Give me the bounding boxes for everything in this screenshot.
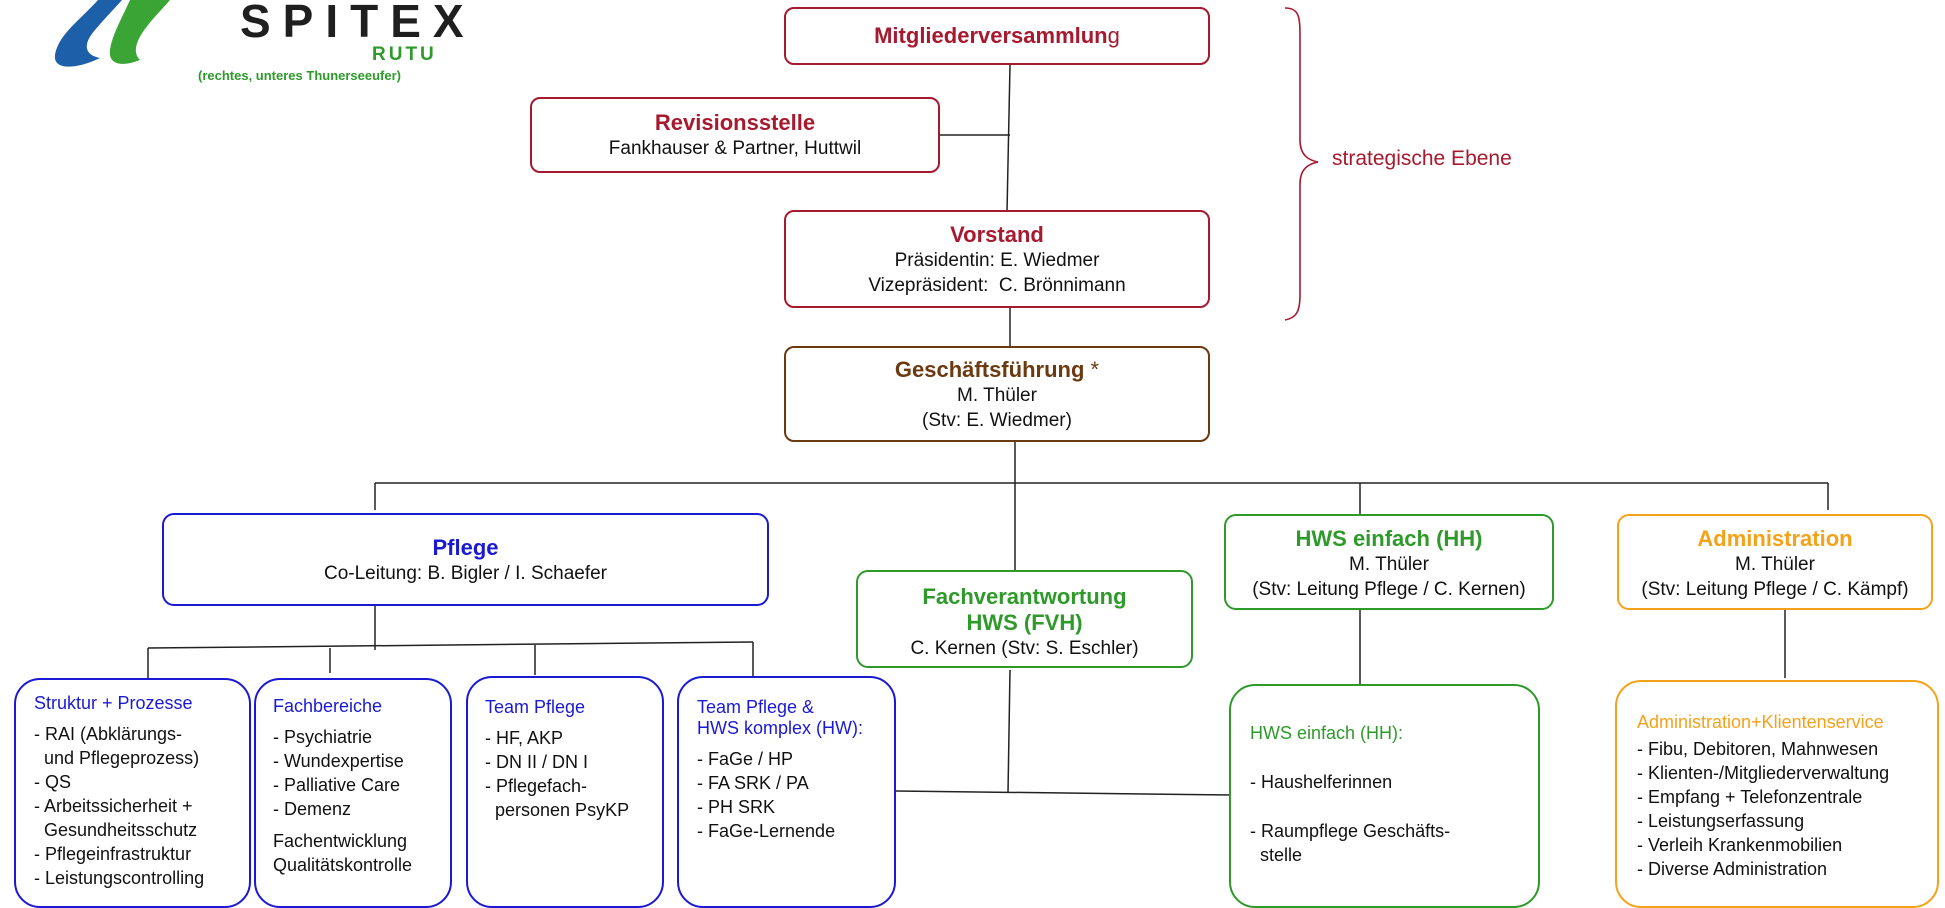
geschaeftsfuehrung-title: Geschäftsführung * xyxy=(786,357,1208,383)
list-item: - RAI (Abklärungs- xyxy=(34,724,183,744)
fachbereiche-title: Fachbereiche xyxy=(273,696,383,716)
hws-einfach-detail-item3: stelle xyxy=(1250,845,1303,865)
vorstand-line1: Präsidentin: E. Wiedmer xyxy=(894,250,1100,271)
vorstand-title: Vorstand xyxy=(950,222,1044,247)
fachbereiche-extra1: Fachentwicklung xyxy=(273,831,408,851)
list-item: - QS xyxy=(34,772,72,792)
logo-wordmark: SPITEX xyxy=(240,0,476,47)
revisionsstelle-line1: Fankhauser & Partner, Huttwil xyxy=(608,138,862,159)
fachverantwortung-title1: Fachverantwortung xyxy=(922,584,1127,609)
administration-detail-list: - Fibu, Debitoren, Mahnwesen - Klienten-… xyxy=(1637,737,1937,881)
administration-detail-title: Administration+Klientenservice xyxy=(1637,712,1884,732)
list-item: - FaGe / HP xyxy=(697,749,794,769)
fachverantwortung-title2: HWS (FVH) xyxy=(966,610,1083,635)
administration-line2: (Stv: Leitung Pflege / C. Kämpf) xyxy=(1641,579,1909,600)
team-pflege-list: - HF, AKP - DN II / DN I - Pflegefach- p… xyxy=(485,726,662,822)
administration-line1: M. Thüler xyxy=(1735,554,1815,575)
pflege-line1: Co-Leitung: B. Bigler / I. Schaefer xyxy=(323,563,608,584)
list-item: - Empfang + Telefonzentrale xyxy=(1637,787,1863,807)
pflege-box: Pflege Co-Leitung: B. Bigler / I. Schaef… xyxy=(162,513,769,606)
list-item: - Leistungserfassung xyxy=(1637,811,1805,831)
struktur-prozesse-list: - RAI (Abklärungs- und Pflegeprozess) - … xyxy=(34,722,249,890)
logo-tagline: (rechtes, unteres Thunerseeufer) xyxy=(198,68,402,83)
administration-box: Administration M. Thüler (Stv: Leitung P… xyxy=(1617,514,1933,610)
list-item: - Psychiatrie xyxy=(273,727,373,747)
mitgliederversammlung-box: Mitgliederversammlung xyxy=(784,7,1210,65)
fachbereiche-extra2: Qualitätskontrolle xyxy=(273,855,413,875)
hws-einfach-line1: M. Thüler xyxy=(1349,554,1429,575)
list-item: - PH SRK xyxy=(697,797,776,817)
team-pflege-hws-title2: HWS komplex (HW): xyxy=(697,718,863,738)
geschaeftsfuehrung-title-text: Geschäftsführung xyxy=(894,357,1085,382)
team-pflege-title: Team Pflege xyxy=(485,697,586,717)
team-pflege-box: Team Pflege - HF, AKP - DN II / DN I - P… xyxy=(466,676,664,908)
list-item: - Demenz xyxy=(273,799,352,819)
administration-detail-box: Administration+Klientenservice - Fibu, D… xyxy=(1615,680,1939,908)
hws-einfach-detail-item1: - Haushelferinnen xyxy=(1250,772,1393,792)
list-item: - Palliative Care xyxy=(273,775,401,795)
list-item: - Klienten-/Mitgliederverwaltung xyxy=(1637,763,1890,783)
spitex-logo: SPITEX RUTU (rechtes, unteres Thunerseeu… xyxy=(50,0,464,90)
mitgliederversammlung-title-main: Mitgliederversammlun xyxy=(874,23,1108,48)
struktur-prozesse-box: Struktur + Prozesse - RAI (Abklärungs- u… xyxy=(14,678,251,908)
list-item: - Pflegefach- xyxy=(485,776,588,796)
logo-region: RUTU xyxy=(372,44,437,65)
list-item: Gesundheitsschutz xyxy=(34,820,198,840)
list-item: - Pflegeinfrastruktur xyxy=(34,844,192,864)
list-item: - HF, AKP xyxy=(485,728,564,748)
list-item: und Pflegeprozess) xyxy=(34,748,200,768)
vorstand-box: Vorstand Präsidentin: E. Wiedmer Vizeprä… xyxy=(784,210,1210,308)
geschaeftsfuehrung-line1: M. Thüler xyxy=(957,385,1037,406)
mitgliederversammlung-title-end: g xyxy=(1107,23,1120,48)
mitgliederversammlung-title: Mitgliederversammlung xyxy=(874,23,1120,48)
team-pflege-hws-box: Team Pflege & HWS komplex (HW): - FaGe /… xyxy=(677,676,896,908)
list-item: personen PsyKP xyxy=(485,800,630,820)
team-pflege-hws-list: - FaGe / HP - FA SRK / PA - PH SRK - FaG… xyxy=(697,747,894,843)
list-item: - Diverse Administration xyxy=(1637,859,1828,879)
list-item: - DN II / DN I xyxy=(485,752,588,772)
geschaeftsfuehrung-line2: (Stv: E. Wiedmer) xyxy=(922,410,1072,431)
fachverantwortung-line1: C. Kernen (Stv: S. Eschler) xyxy=(910,638,1139,659)
hws-einfach-title: HWS einfach (HH) xyxy=(1295,526,1483,551)
strategic-brace xyxy=(1284,7,1319,321)
list-item: - Wundexpertise xyxy=(273,751,404,771)
geschaeftsfuehrung-box: Geschäftsführung * M. Thüler (Stv: E. Wi… xyxy=(784,346,1210,442)
hws-einfach-detail-title: HWS einfach (HH): xyxy=(1250,723,1404,743)
strategic-level-label: strategische Ebene xyxy=(1332,147,1512,170)
administration-title: Administration xyxy=(1697,526,1853,551)
hws-einfach-line2: (Stv: Leitung Pflege / C. Kernen) xyxy=(1252,579,1526,600)
logo-swoosh-icon xyxy=(54,0,170,67)
fachverantwortung-box: Fachverantwortung HWS (FVH) C. Kernen (S… xyxy=(856,570,1193,668)
list-item: - Leistungscontrolling xyxy=(34,868,205,888)
fachbereiche-box: Fachbereiche - Psychiatrie - Wundexperti… xyxy=(254,678,452,908)
revisionsstelle-box: Revisionsstelle Fankhauser & Partner, Hu… xyxy=(530,97,940,173)
pflege-title: Pflege xyxy=(432,535,499,560)
list-item: - Arbeitssicherheit + xyxy=(34,796,193,816)
list-item: - FaGe-Lernende xyxy=(697,821,836,841)
list-item: - Verleih Krankenmobilien xyxy=(1637,835,1843,855)
list-item: - Fibu, Debitoren, Mahnwesen xyxy=(1637,739,1879,759)
team-pflege-hws-title1: Team Pflege & xyxy=(697,697,815,717)
fachbereiche-list: - Psychiatrie - Wundexpertise - Palliati… xyxy=(273,725,450,821)
struktur-prozesse-title: Struktur + Prozesse xyxy=(34,693,193,713)
revisionsstelle-title: Revisionsstelle xyxy=(654,110,816,135)
geschaeftsfuehrung-asterisk: * xyxy=(1090,357,1100,382)
list-item: - FA SRK / PA xyxy=(697,773,809,793)
hws-einfach-detail-box: HWS einfach (HH): - Haushelferinnen - Ra… xyxy=(1229,684,1540,908)
hws-einfach-detail-item2: - Raumpflege Geschäfts- xyxy=(1250,821,1451,841)
hws-einfach-box: HWS einfach (HH) M. Thüler (Stv: Leitung… xyxy=(1224,514,1554,610)
vorstand-line2: Vizepräsident: C. Brönnimann xyxy=(868,275,1126,296)
